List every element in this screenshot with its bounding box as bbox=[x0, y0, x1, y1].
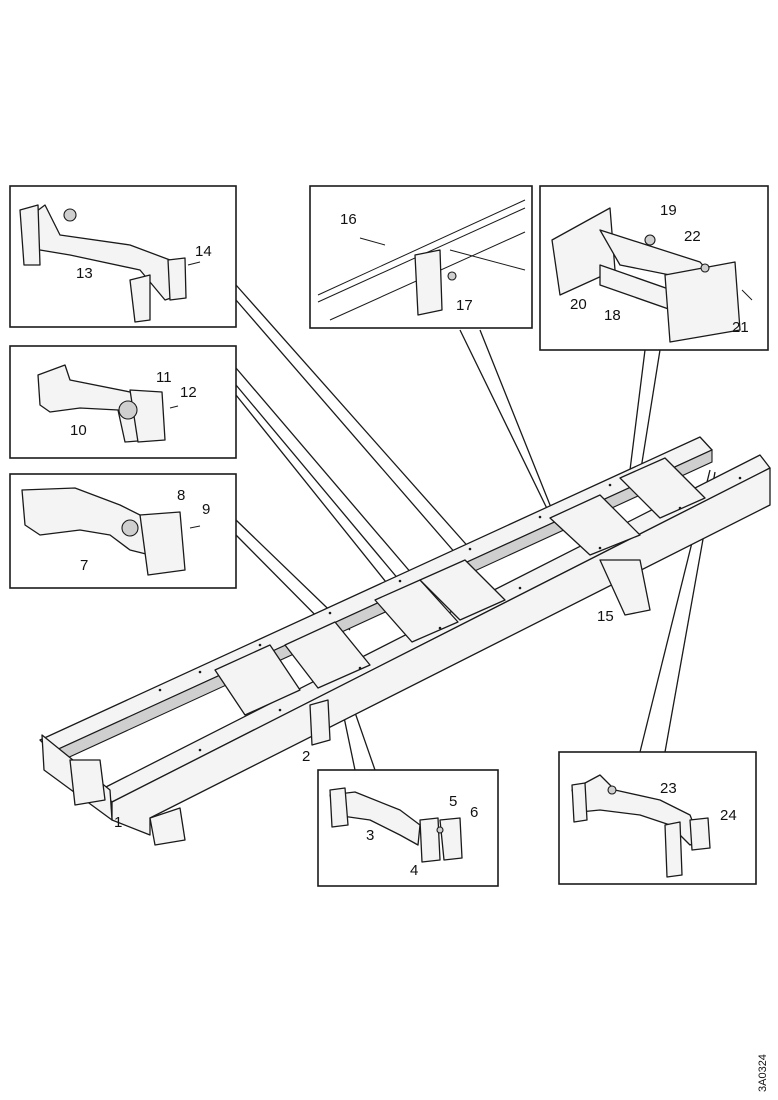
inset-crossmember-18-22: 19 22 20 18 21 bbox=[539, 185, 769, 351]
callout-15: 15 bbox=[597, 608, 614, 625]
inset-bracket-7-8-9: 7 8 9 bbox=[9, 473, 237, 589]
figure-code: 3A0324 bbox=[757, 1054, 769, 1092]
inset-crossmember-13-14: 13 14 bbox=[9, 185, 237, 328]
callout-23: 23 bbox=[660, 780, 677, 797]
callout-7: 7 bbox=[80, 557, 88, 574]
inset-bracket-10-11-12: 10 11 12 bbox=[9, 345, 237, 459]
callout-11: 11 bbox=[156, 369, 172, 386]
callout-9: 9 bbox=[202, 501, 210, 518]
callout-10: 10 bbox=[70, 422, 87, 439]
callout-16: 16 bbox=[340, 211, 357, 228]
inset-crossmember-23-24: 23 24 bbox=[558, 751, 757, 885]
callout-24: 24 bbox=[720, 807, 737, 824]
main-chassis-frame bbox=[39, 436, 771, 846]
callout-13: 13 bbox=[76, 265, 93, 282]
callout-8: 8 bbox=[177, 487, 185, 504]
inset-rail-16-17: 16 17 bbox=[309, 185, 533, 329]
callout-21: 21 bbox=[732, 319, 749, 336]
callout-2: 2 bbox=[302, 748, 310, 765]
callout-4: 4 bbox=[410, 862, 418, 879]
callout-19: 19 bbox=[660, 202, 677, 219]
callout-3: 3 bbox=[366, 827, 374, 844]
callout-18: 18 bbox=[604, 307, 621, 324]
callout-14: 14 bbox=[195, 243, 212, 260]
callout-6: 6 bbox=[470, 804, 478, 821]
callout-12: 12 bbox=[180, 384, 197, 401]
callout-22: 22 bbox=[684, 228, 701, 245]
callout-17: 17 bbox=[456, 297, 473, 314]
callout-20: 20 bbox=[570, 296, 587, 313]
inset-bracket-3-6: 3 5 6 4 bbox=[317, 769, 499, 887]
callout-1: 1 bbox=[114, 814, 122, 831]
callout-5: 5 bbox=[449, 793, 457, 810]
